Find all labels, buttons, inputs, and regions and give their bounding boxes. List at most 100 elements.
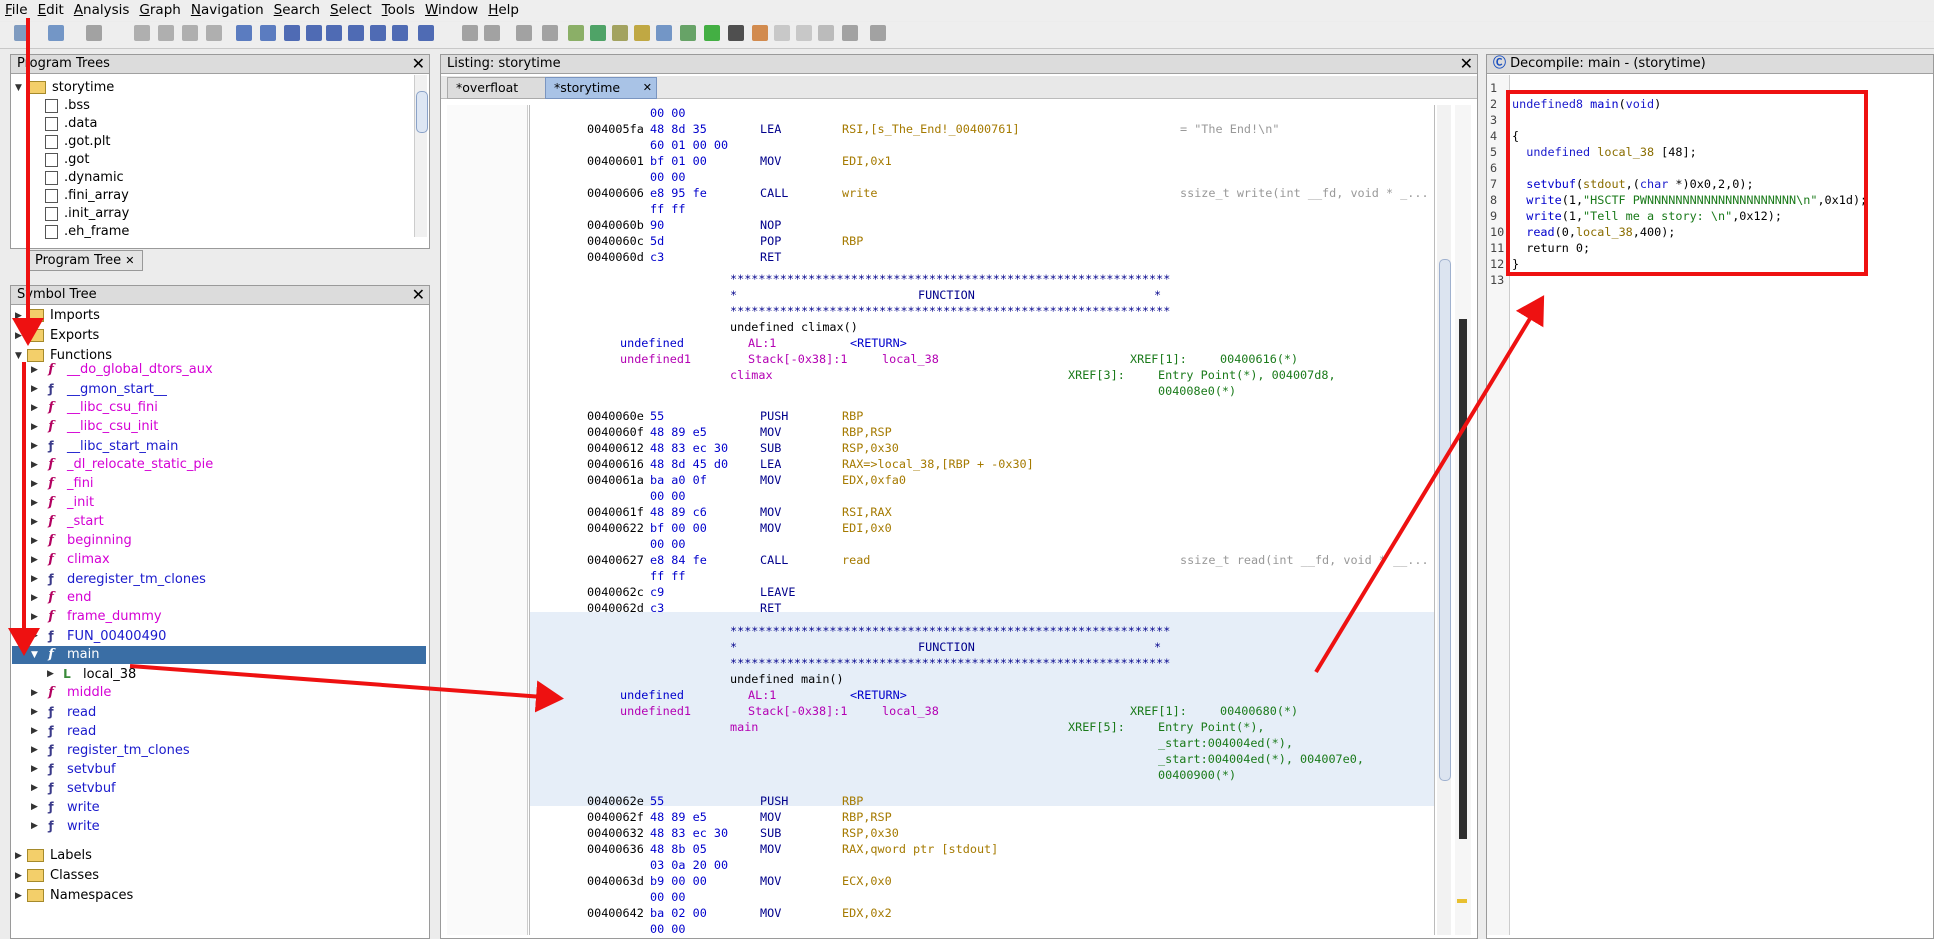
function-item[interactable]: ▶f__libc_csu_init bbox=[31, 419, 159, 434]
toolbar-icon[interactable] bbox=[590, 25, 606, 41]
chevron-right-icon[interactable]: ▶ bbox=[15, 851, 22, 861]
chevron-right-icon[interactable]: ▶ bbox=[31, 764, 38, 774]
toolbar-icon[interactable] bbox=[680, 25, 696, 41]
chevron-right-icon[interactable]: ▶ bbox=[31, 688, 38, 698]
toolbar-icon[interactable] bbox=[752, 25, 768, 41]
function-item[interactable]: ▶ƒ__libc_start_main bbox=[31, 439, 179, 454]
toolbar-icon[interactable] bbox=[392, 25, 408, 41]
chevron-right-icon[interactable]: ▶ bbox=[31, 707, 38, 717]
toolbar-icon[interactable] bbox=[870, 25, 886, 41]
tab-storytime[interactable]: *storytime ✕ bbox=[545, 77, 657, 99]
tree-root[interactable]: ▼storytime bbox=[15, 80, 115, 95]
toolbar-icon[interactable] bbox=[634, 25, 650, 41]
toolbar-icon[interactable] bbox=[656, 25, 672, 41]
tab-overfloat[interactable]: *overfloat bbox=[447, 77, 553, 99]
decompile-line[interactable]: { bbox=[1512, 129, 1520, 143]
chevron-right-icon[interactable]: ▶ bbox=[31, 555, 38, 565]
toolbar-icon[interactable] bbox=[462, 25, 478, 41]
chevron-down-icon[interactable]: ▼ bbox=[15, 83, 22, 93]
chevron-right-icon[interactable]: ▶ bbox=[31, 536, 38, 546]
chevron-right-icon[interactable]: ▶ bbox=[31, 460, 38, 470]
function-item[interactable]: ▶ƒ__gmon_start__ bbox=[31, 382, 167, 397]
tree-item[interactable]: .got.plt bbox=[45, 133, 111, 151]
close-icon[interactable]: ✕ bbox=[642, 81, 652, 94]
chevron-right-icon[interactable]: ▶ bbox=[31, 821, 38, 831]
chevron-right-icon[interactable]: ▶ bbox=[47, 669, 54, 679]
program-tree-tab[interactable]: Program Tree ✕ bbox=[26, 250, 144, 271]
tree-category[interactable]: ▶Imports bbox=[15, 308, 100, 323]
toolbar-icon[interactable] bbox=[704, 25, 720, 41]
function-item[interactable]: ▶f__libc_csu_fini bbox=[31, 400, 158, 415]
function-item[interactable]: ▶f_fini bbox=[31, 476, 94, 491]
chevron-right-icon[interactable]: ▶ bbox=[31, 517, 38, 527]
close-icon[interactable]: ✕ bbox=[411, 285, 425, 304]
tree-category[interactable]: ▶Exports bbox=[15, 328, 100, 343]
function-item[interactable]: ▶f_init bbox=[31, 495, 95, 510]
decompile-line[interactable]: write(1,"Tell me a story: \n",0x12); bbox=[1526, 209, 1782, 223]
menu-graph[interactable]: Graph bbox=[139, 2, 181, 18]
tree-item[interactable]: .dynamic bbox=[45, 169, 124, 187]
toolbar-icon[interactable] bbox=[158, 25, 174, 41]
chevron-right-icon[interactable]: ▶ bbox=[31, 802, 38, 812]
chevron-right-icon[interactable]: ▶ bbox=[15, 891, 22, 901]
tree-item[interactable]: .fini_array bbox=[45, 187, 129, 205]
chevron-right-icon[interactable]: ▶ bbox=[15, 871, 22, 881]
menu-analysis[interactable]: Analysis bbox=[73, 2, 130, 18]
tree-item[interactable]: .init_array bbox=[45, 205, 129, 223]
chevron-right-icon[interactable]: ▶ bbox=[31, 403, 38, 413]
chevron-right-icon[interactable]: ▶ bbox=[15, 311, 22, 321]
chevron-down-icon[interactable]: ▼ bbox=[15, 351, 22, 361]
toolbar-icon[interactable] bbox=[612, 25, 628, 41]
tree-item[interactable]: .bss bbox=[45, 97, 90, 115]
menu-file[interactable]: File bbox=[5, 2, 28, 18]
decompile-line[interactable]: } bbox=[1512, 257, 1520, 271]
close-icon[interactable]: ✕ bbox=[411, 54, 425, 73]
menu-edit[interactable]: Edit bbox=[37, 2, 64, 18]
chevron-right-icon[interactable]: ▶ bbox=[31, 745, 38, 755]
function-item[interactable]: ▶f_dl_relocate_static_pie bbox=[31, 457, 214, 472]
close-icon[interactable]: ✕ bbox=[1459, 54, 1473, 73]
toolbar-icon[interactable] bbox=[348, 25, 364, 41]
chevron-right-icon[interactable]: ▶ bbox=[31, 422, 38, 432]
tree-item[interactable]: .data bbox=[45, 115, 97, 133]
toolbar-icon[interactable] bbox=[284, 25, 300, 41]
menu-navigation[interactable]: Navigation bbox=[190, 2, 264, 18]
toolbar-icon[interactable] bbox=[418, 25, 434, 41]
toolbar-icon[interactable] bbox=[48, 25, 64, 41]
toolbar-icon[interactable] bbox=[842, 25, 858, 41]
decompile-line[interactable]: write(1,"HSCTF PWNNNNNNNNNNNNNNNNNNNNN\n… bbox=[1526, 193, 1868, 207]
toolbar-icon[interactable] bbox=[236, 25, 252, 41]
toolbar-icon[interactable] bbox=[818, 25, 834, 41]
toolbar-icon[interactable] bbox=[370, 25, 386, 41]
toolbar-icon[interactable] bbox=[14, 25, 30, 41]
toolbar-icon[interactable] bbox=[484, 25, 500, 41]
tree-item[interactable]: .eh_frame bbox=[45, 223, 129, 241]
tree-category[interactable]: ▶Labels bbox=[15, 848, 92, 863]
tree-category[interactable]: ▶Namespaces bbox=[15, 888, 134, 903]
close-icon[interactable]: ✕ bbox=[125, 254, 135, 267]
chevron-right-icon[interactable]: ▶ bbox=[31, 498, 38, 508]
chevron-right-icon[interactable]: ▶ bbox=[31, 441, 38, 451]
toolbar-icon[interactable] bbox=[774, 25, 790, 41]
toolbar-icon[interactable] bbox=[568, 25, 584, 41]
toolbar-icon[interactable] bbox=[542, 25, 558, 41]
chevron-right-icon[interactable]: ▶ bbox=[31, 574, 38, 584]
chevron-right-icon[interactable]: ▶ bbox=[31, 365, 38, 375]
chevron-right-icon[interactable]: ▶ bbox=[31, 593, 38, 603]
tree-category[interactable]: ▶Classes bbox=[15, 868, 99, 883]
tree-item[interactable]: .got bbox=[45, 151, 89, 169]
decompile-line[interactable]: setvbuf(stdout,(char *)0x0,2,0); bbox=[1526, 177, 1754, 191]
chevron-right-icon[interactable]: ▶ bbox=[31, 783, 38, 793]
chevron-right-icon[interactable]: ▶ bbox=[31, 479, 38, 489]
